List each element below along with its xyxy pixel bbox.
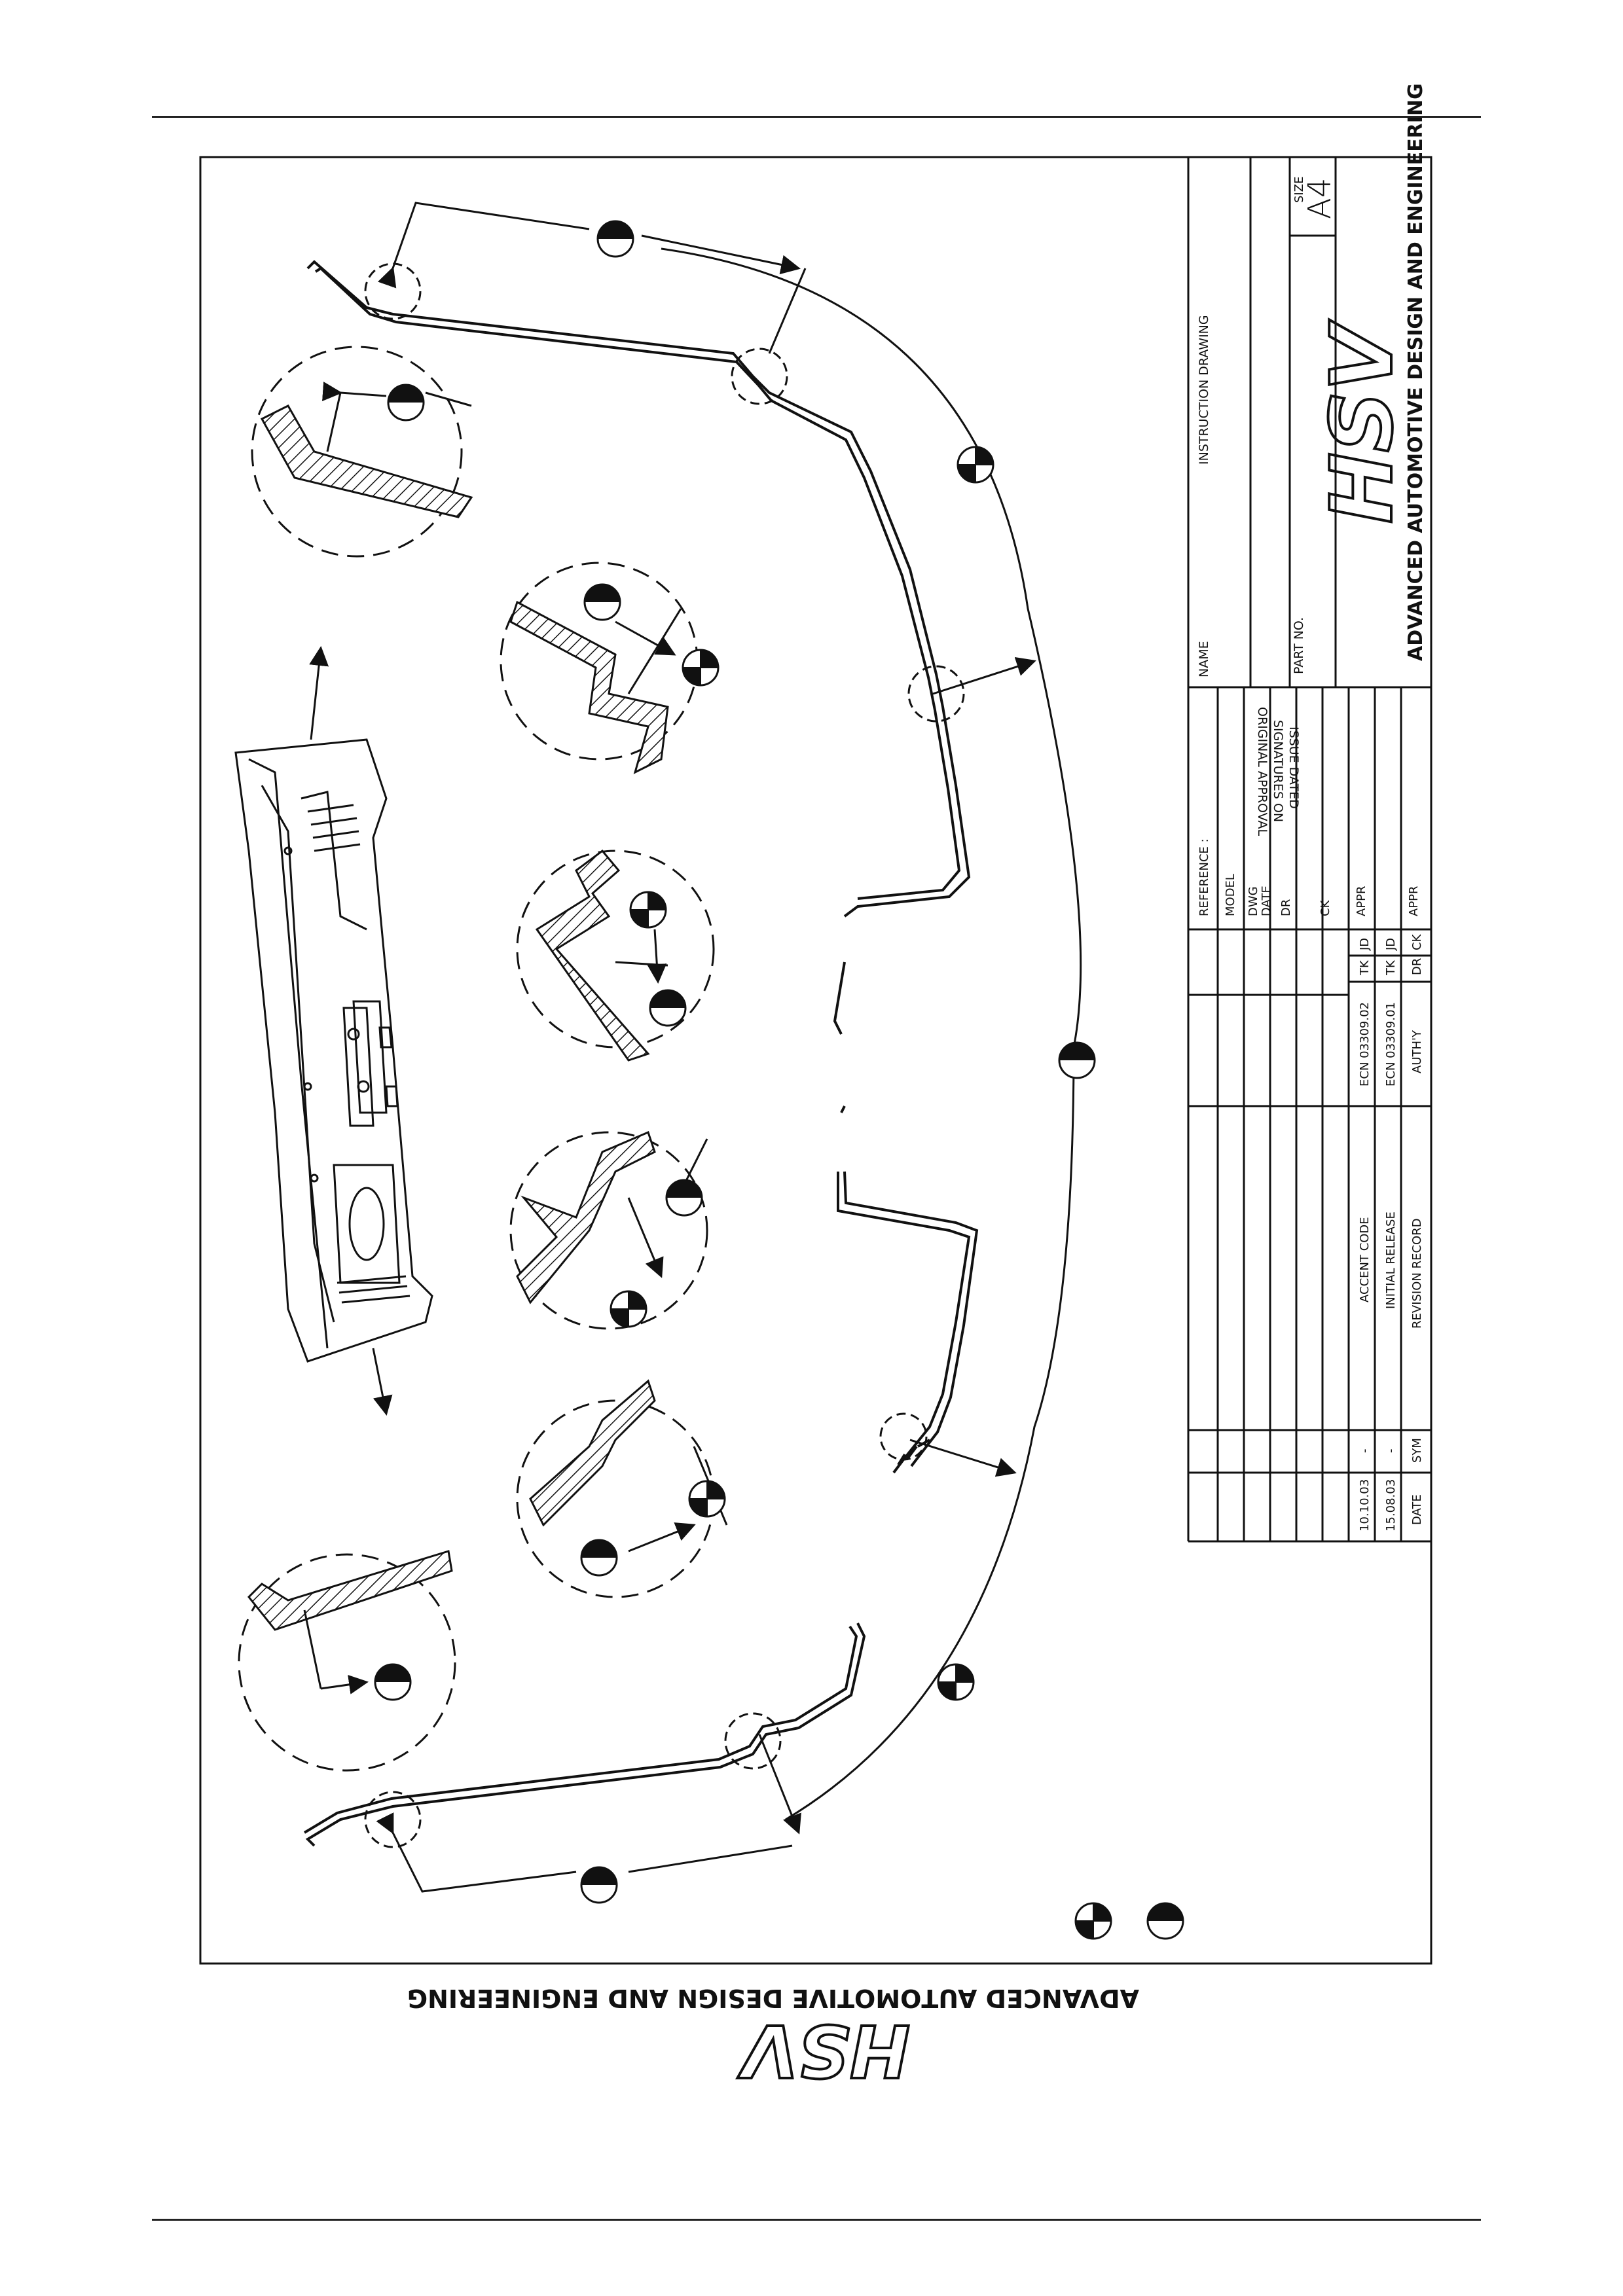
section-marker xyxy=(580,1866,618,1904)
tagline-bottom: ADVANCED AUTOMOTIVE DESIGN AND ENGINEERI… xyxy=(407,1984,1139,2013)
rev1-dr: TK xyxy=(1358,960,1372,976)
approval-line-2: SIGNATURES ON xyxy=(1271,720,1285,822)
rev1-ecn: ECN 03309.02 xyxy=(1358,1002,1372,1086)
section-marker xyxy=(957,446,994,484)
section-marker xyxy=(937,1663,975,1701)
rev-header-sym: SYM xyxy=(1410,1438,1424,1463)
rev2-sym: - xyxy=(1384,1449,1398,1454)
section-marker xyxy=(665,1179,703,1217)
rev-header-ck: CK xyxy=(1410,933,1424,950)
legend-marker-half xyxy=(1146,1902,1184,1940)
rev1-sym: - xyxy=(1358,1449,1372,1454)
section-marker xyxy=(688,1480,726,1518)
rev-header-dr: DR xyxy=(1410,958,1424,975)
dwg-label: DWG xyxy=(1247,886,1260,916)
drawing-type-label: INSTRUCTION DRAWING xyxy=(1197,315,1211,465)
rev2-desc: INITIAL RELEASE xyxy=(1384,1211,1398,1309)
part-no-label: PART NO. xyxy=(1292,617,1306,674)
section-marker xyxy=(649,989,687,1027)
size-label: SIZE xyxy=(1292,177,1306,203)
rear-bumper-view xyxy=(234,646,433,1416)
bottom-rule xyxy=(152,2219,1481,2221)
dimension-lines xyxy=(376,202,1036,1893)
section-marker xyxy=(374,1663,412,1701)
section-marker xyxy=(1058,1041,1096,1079)
rev2-dr: TK xyxy=(1384,960,1398,976)
size-value: A4 xyxy=(1302,178,1338,219)
date-label: DATE xyxy=(1260,886,1273,916)
detail-view-4 xyxy=(509,1130,708,1330)
rev2-ck: JD xyxy=(1384,938,1398,951)
bumper-stripe-profile xyxy=(303,260,979,1847)
detail-callout-circles xyxy=(364,262,965,1848)
dimension-sweep-arc xyxy=(661,247,1082,1821)
rev-header-auth: AUTH'Y xyxy=(1410,1030,1424,1073)
rev1-desc: ACCENT CODE xyxy=(1358,1217,1372,1302)
rev2-ecn: ECN 03309.01 xyxy=(1384,1002,1398,1086)
section-marker xyxy=(629,891,667,929)
rev-header-date: DATE xyxy=(1410,1494,1424,1525)
approval-line-1: ORIGINAL APPROVAL xyxy=(1255,707,1269,836)
section-marker xyxy=(682,649,720,687)
name-label: NAME xyxy=(1197,641,1211,677)
title-block xyxy=(1187,157,1431,1543)
dr-label: DR xyxy=(1279,899,1293,916)
rev2-date: 15.08.03 xyxy=(1384,1479,1398,1532)
model-label: MODEL xyxy=(1224,874,1237,916)
bottom-branding: ADVANCED AUTOMOTIVE DESIGN AND ENGINEERI… xyxy=(407,1984,1139,2094)
approval-line-3: ISSUE DATED xyxy=(1286,726,1301,809)
detail-view-1 xyxy=(251,346,473,558)
detail-view-6 xyxy=(238,1550,456,1772)
section-marker xyxy=(610,1290,647,1328)
reference-label: REFERENCE : xyxy=(1197,838,1211,916)
section-marker xyxy=(580,1539,618,1577)
appr-label-1: APPR xyxy=(1355,886,1368,916)
section-marker xyxy=(583,583,621,621)
hsv-logo-bottom: HSV xyxy=(737,2009,910,2092)
rev1-date: 10.10.03 xyxy=(1358,1479,1372,1532)
drawing-border xyxy=(199,156,1432,1965)
legend-marker-quadrant xyxy=(1074,1902,1112,1940)
detail-view-3 xyxy=(516,849,715,1062)
hsv-logo-title-block: HSV xyxy=(1312,319,1412,524)
rev-header-desc: REVISION RECORD xyxy=(1410,1218,1424,1329)
tagline-title-block: ADVANCED AUTOMOTIVE DESIGN AND ENGINEERI… xyxy=(1404,83,1427,661)
appr-label-2: APPR xyxy=(1407,886,1421,916)
section-marker xyxy=(596,220,634,258)
rev1-ck: JD xyxy=(1358,938,1372,951)
section-marker xyxy=(387,384,425,422)
top-rule xyxy=(152,116,1481,118)
title-block-text: INSTRUCTION DRAWING NAME PART NO. SIZE A… xyxy=(1197,83,1427,1532)
ck-label: CK xyxy=(1319,899,1332,916)
